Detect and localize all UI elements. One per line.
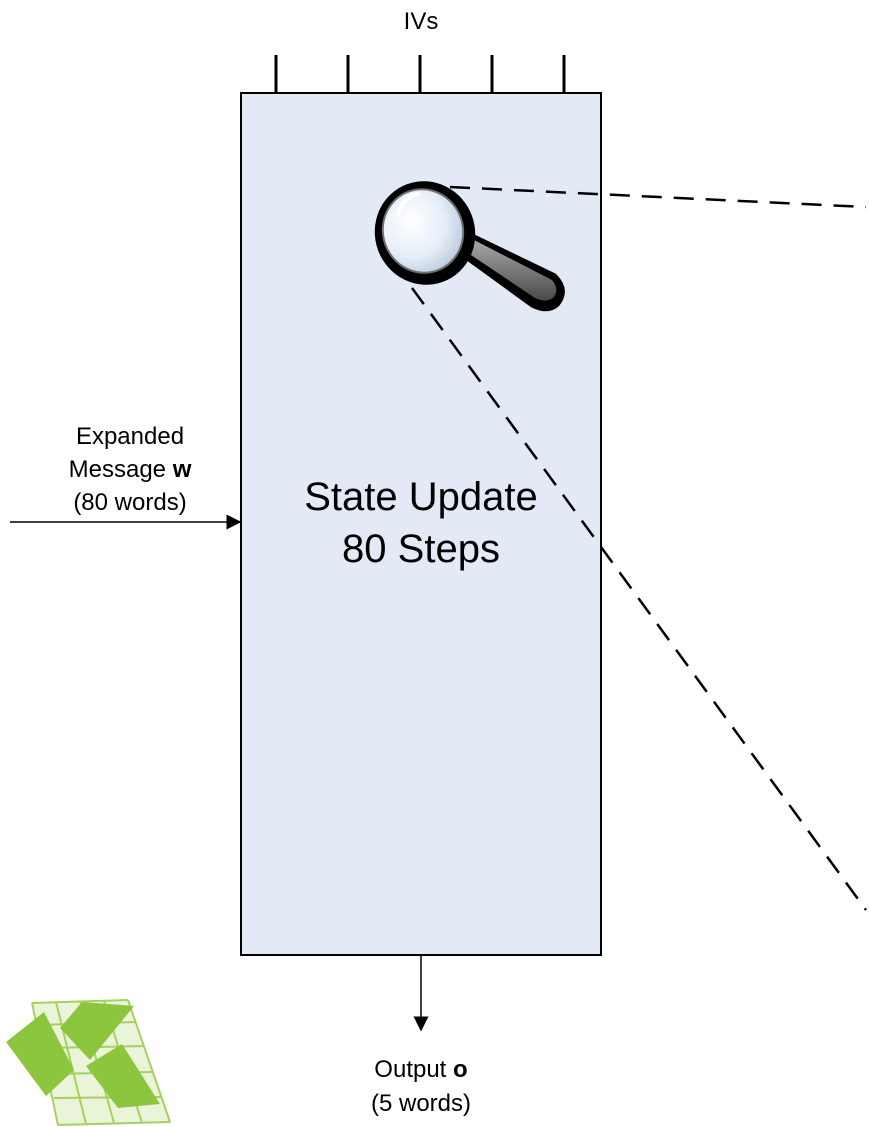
input-label-line1: Expanded <box>75 423 185 450</box>
output-label-line2: (5 words) <box>370 1090 472 1117</box>
input-variable: w <box>172 456 192 483</box>
output-variable: o <box>453 1056 468 1083</box>
input-label-line3: (80 words) <box>73 489 187 516</box>
block-title-line1: State Update <box>304 475 538 519</box>
iv-inputs <box>274 55 566 93</box>
block-title-line2: 80 Steps <box>342 527 500 571</box>
zoom-line-bottom <box>410 287 868 911</box>
zoom-line-top <box>449 185 867 209</box>
iv-label: IVs <box>403 8 439 35</box>
input-label-text: Message <box>68 456 173 483</box>
logo-icon <box>6 999 171 1126</box>
output-label-line1: Output o <box>321 1056 521 1084</box>
input-label-line2: Message w <box>20 456 240 484</box>
magnifier-icon <box>374 181 565 312</box>
output-label-text: Output <box>374 1056 454 1083</box>
